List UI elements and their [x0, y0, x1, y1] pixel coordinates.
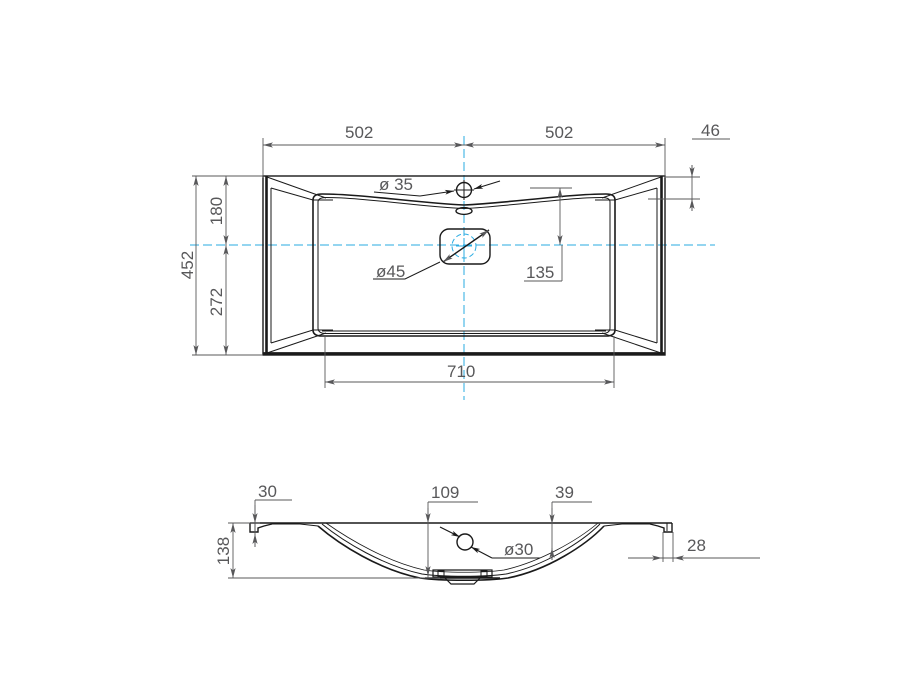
overflow-ellipse — [455, 206, 473, 216]
waste-boss-inner-right — [480, 570, 488, 577]
tap-hole-leader-right — [473, 180, 501, 190]
plan-dimensions: 502 502 46 452 180 272 — [178, 121, 730, 388]
section-view-group: ø30 30 138 109 39 — [214, 482, 760, 585]
tap-hole-leader-underline — [373, 191, 421, 197]
section-bowl-outer — [317, 525, 605, 582]
dim-272-label: 272 — [207, 288, 226, 316]
tap-hole-group: ø 35 — [373, 175, 501, 200]
plan-view-group: ø 35 ø45 502 502 — [178, 121, 730, 400]
section-left-endcap — [249, 523, 273, 533]
section-bowl-inner2 — [325, 522, 599, 573]
overflow-hole-group: ø30 — [439, 526, 540, 559]
blend-bottom-left-outer — [266, 332, 327, 354]
waste-boss-outer — [432, 569, 493, 578]
section-waste-boss — [432, 569, 493, 585]
waste-hole-leader — [373, 261, 441, 280]
bowl-rim-outer — [312, 193, 616, 337]
section-rim-inner-left — [272, 523, 319, 527]
basin-outer-rectangle — [262, 175, 666, 356]
overflow-leader-upper — [439, 526, 461, 538]
waste-hole-group: ø45 — [373, 228, 491, 281]
dim-109-label: 109 — [431, 483, 459, 502]
overflow-ellipse-group — [455, 206, 473, 216]
dim-452-label: 452 — [178, 251, 197, 279]
dim-28-label: 28 — [687, 536, 706, 555]
dim-46-label: 46 — [701, 121, 720, 140]
overflow-hole-circle — [456, 533, 474, 551]
waste-hole-rect — [439, 228, 491, 265]
waste-boss-inner-left — [437, 570, 445, 577]
section-rim-inner-right — [603, 523, 650, 527]
tap-hole-label: ø 35 — [379, 175, 413, 194]
waste-boss-lower — [442, 576, 483, 585]
bowl-rim-inner — [317, 196, 611, 334]
section-right-endcap — [649, 523, 673, 533]
dim-502-right-label: 502 — [545, 123, 573, 142]
dim-135-label: 135 — [526, 263, 554, 282]
overflow-hole-label: ø30 — [504, 540, 533, 559]
dim-710-label: 710 — [447, 362, 475, 381]
section-dimensions: 30 138 109 39 28 — [214, 482, 760, 579]
blend-bottom-right-outer — [601, 332, 662, 354]
dim-502-left-label: 502 — [345, 123, 373, 142]
dim-180-label: 180 — [207, 197, 226, 225]
dim-39-label: 39 — [555, 483, 574, 502]
basin-outline — [262, 175, 666, 356]
section-outline — [249, 522, 673, 585]
overflow-leader-lower — [470, 546, 493, 559]
section-bowl-inner — [321, 523, 601, 577]
dim-30-label: 30 — [258, 482, 277, 501]
waste-hole-diagonal-arrow — [442, 229, 490, 263]
dim-138-label: 138 — [214, 537, 233, 565]
tap-hole-leader-left — [419, 189, 455, 197]
waste-hole-label: ø45 — [376, 262, 405, 281]
